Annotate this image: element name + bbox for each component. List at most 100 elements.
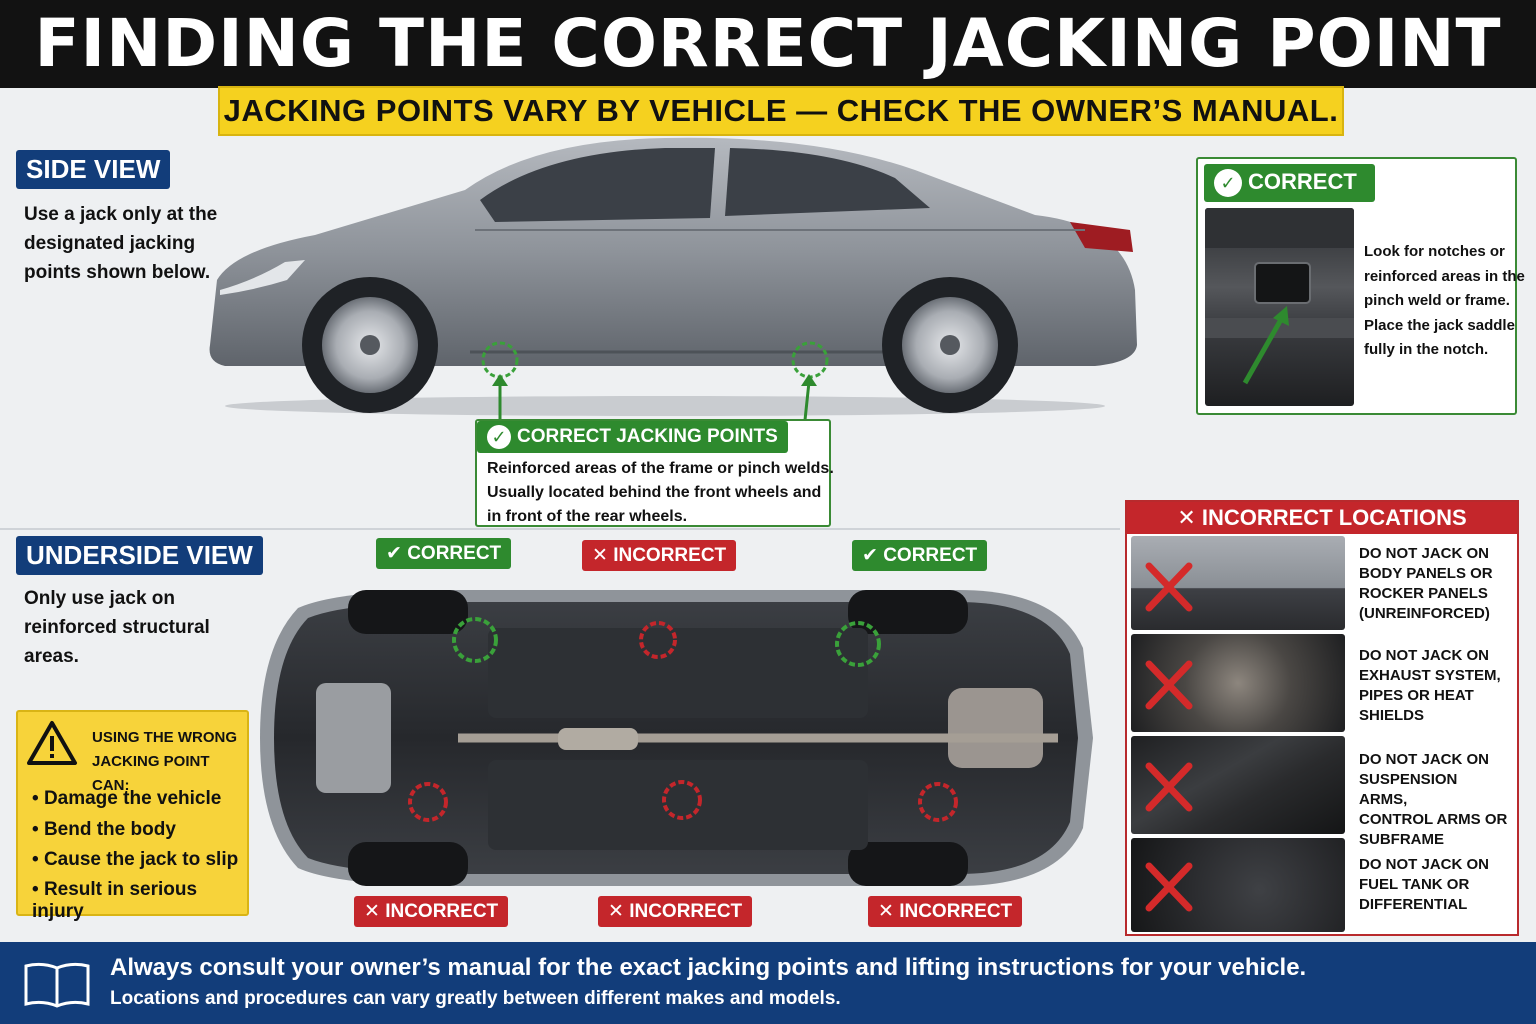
tag-text: INCORRECT bbox=[629, 901, 743, 922]
bullet-text: Bend the body bbox=[43, 819, 176, 840]
warning-box: USING THE WRONG JACKING POINT CAN: • Dam… bbox=[16, 710, 249, 922]
desc-line: Reinforced areas of the frame or pinch w… bbox=[487, 460, 834, 477]
underside-incorrect-tag-top: ✕ INCORRECT bbox=[582, 540, 737, 571]
item-line: FUEL TANK OR bbox=[1359, 876, 1470, 893]
item-line: (UNREINFORCED) bbox=[1359, 605, 1490, 622]
item-line: SUSPENSION ARMS, bbox=[1359, 771, 1458, 808]
item-line: EXHAUST SYSTEM, bbox=[1359, 667, 1501, 684]
underside-line: reinforced structural bbox=[24, 617, 210, 638]
warning-bullet: • Result in serious injury bbox=[32, 879, 198, 922]
warning-bullet: • Cause the jack to slip bbox=[32, 849, 239, 870]
underside-car-illustration bbox=[260, 590, 1093, 886]
correct-detail-text: CORRECT bbox=[1248, 169, 1357, 194]
heading-line: JACKING POINT CAN: bbox=[92, 753, 210, 794]
incorrect-item-text: DO NOT JACK ON EXHAUST SYSTEM, PIPES OR … bbox=[1359, 646, 1509, 726]
side-view-line: Use a jack only at the bbox=[24, 204, 218, 225]
pinch-weld-photo bbox=[1205, 208, 1354, 406]
incorrect-item-text: DO NOT JACK ON FUEL TANK OR DIFFERENTIAL bbox=[1359, 855, 1509, 915]
underside-incorrect-tag-bottom-right: ✕ INCORRECT bbox=[868, 896, 1023, 927]
footer-bar bbox=[0, 942, 1536, 1024]
page-title: FINDING THE CORRECT JACKING POINT bbox=[34, 5, 1502, 82]
side-view-line: points shown below. bbox=[24, 262, 211, 283]
tag-text: INCORRECT bbox=[613, 545, 727, 566]
item-line: ROCKER PANELS bbox=[1359, 585, 1488, 602]
pinch-weld-notch-illustration bbox=[1205, 208, 1354, 385]
x-icon: ✕ bbox=[1177, 505, 1202, 530]
title-bar bbox=[0, 0, 1536, 88]
item-line: SHIELDS bbox=[1359, 707, 1425, 724]
x-icon: ✕ bbox=[608, 901, 630, 922]
correct-detail-desc: Look for notches or reinforced areas in … bbox=[1364, 240, 1525, 363]
x-icon: ✕ bbox=[878, 901, 900, 922]
item-line: CONTROL ARMS OR bbox=[1359, 811, 1508, 828]
underside-incorrect-tag-bottom-left: ✕ INCORRECT bbox=[354, 896, 509, 927]
side-view-car-illustration bbox=[209, 137, 1138, 420]
side-view-badge: SIDE VIEW bbox=[16, 150, 171, 189]
incorrect-item-text: DO NOT JACK ON BODY PANELS OR ROCKER PAN… bbox=[1359, 544, 1509, 624]
x-icon: ✕ bbox=[592, 545, 614, 566]
correct-jacking-points-desc: Reinforced areas of the frame or pinch w… bbox=[487, 457, 834, 529]
item-line: DO NOT JACK ON bbox=[1359, 647, 1490, 664]
book-icon bbox=[24, 962, 90, 1008]
correct-detail-label: ✓CORRECT bbox=[1204, 164, 1375, 203]
warning-bullet: • Bend the body bbox=[32, 819, 176, 840]
heading-line: USING THE WRONG bbox=[92, 729, 237, 746]
tag-text: INCORRECT bbox=[899, 901, 1013, 922]
incorrect-locations-panel: ✕ INCORRECT LOCATIONS DO NOT JACK ON BOD… bbox=[1125, 500, 1519, 936]
side-view-line: designated jacking bbox=[24, 233, 196, 254]
warning-triangle-icon bbox=[27, 721, 77, 765]
desc-line: fully in the notch. bbox=[1364, 341, 1489, 358]
suspension-photo bbox=[1131, 736, 1345, 834]
side-view-text: Use a jack only at the designated jackin… bbox=[24, 200, 217, 287]
bullet-text: Result in serious injury bbox=[32, 879, 198, 922]
footer-line-2: Locations and procedures can vary greatl… bbox=[110, 988, 841, 1009]
desc-line: pinch weld or frame. bbox=[1364, 292, 1510, 309]
desc-line: Look for notches or bbox=[1364, 243, 1505, 260]
item-line: DO NOT JACK ON bbox=[1359, 545, 1490, 562]
footer-line-1: Always consult your owner’s manual for t… bbox=[110, 954, 1307, 981]
x-icon bbox=[1145, 762, 1193, 812]
correct-jacking-points-label: ✓ CORRECT JACKING POINTS bbox=[477, 421, 788, 453]
underside-incorrect-tag-bottom-center: ✕ INCORRECT bbox=[598, 896, 753, 927]
incorrect-locations-header: ✕ INCORRECT LOCATIONS bbox=[1127, 502, 1517, 534]
tag-text: CORRECT bbox=[883, 545, 978, 566]
underside-line: Only use jack on bbox=[24, 588, 175, 609]
check-icon: ✓ bbox=[1214, 169, 1242, 198]
item-line: DIFFERENTIAL bbox=[1359, 896, 1468, 913]
item-line: DO NOT JACK ON bbox=[1359, 856, 1490, 873]
x-icon bbox=[1145, 562, 1193, 612]
item-line: SUBFRAME bbox=[1359, 831, 1444, 848]
fuel-tank-photo bbox=[1131, 838, 1345, 932]
warning-box-heading: USING THE WRONG JACKING POINT CAN: bbox=[92, 726, 247, 798]
body-panel-photo bbox=[1131, 536, 1345, 630]
underside-view-text: Only use jack on reinforced structural a… bbox=[24, 584, 210, 671]
underside-view-badge: UNDERSIDE VIEW bbox=[16, 536, 263, 575]
underside-line: areas. bbox=[24, 646, 79, 667]
bullet-text: Damage the vehicle bbox=[43, 788, 222, 809]
x-icon: ✕ bbox=[364, 901, 386, 922]
check-icon: ✔ bbox=[386, 543, 408, 564]
warning-bullet: • Damage the vehicle bbox=[32, 788, 222, 809]
check-icon: ✓ bbox=[487, 425, 511, 449]
desc-line: in front of the rear wheels. bbox=[487, 508, 688, 525]
desc-line: reinforced areas in the bbox=[1364, 267, 1525, 285]
bullet-text: Cause the jack to slip bbox=[43, 849, 239, 870]
item-line: DO NOT JACK ON bbox=[1359, 751, 1490, 768]
section-divider bbox=[0, 528, 1120, 530]
x-icon bbox=[1145, 660, 1193, 710]
tag-text: CORRECT bbox=[407, 543, 502, 564]
warning-banner: JACKING POINTS VARY BY VEHICLE — CHECK T… bbox=[218, 86, 1344, 136]
desc-line: Usually located behind the front wheels … bbox=[487, 484, 822, 501]
desc-line: Place the jack saddle bbox=[1364, 316, 1515, 334]
x-icon bbox=[1145, 862, 1193, 912]
item-line: PIPES OR HEAT bbox=[1359, 687, 1474, 704]
correct-jacking-points-text: CORRECT JACKING POINTS bbox=[517, 426, 778, 448]
exhaust-photo bbox=[1131, 634, 1345, 732]
check-icon: ✔ bbox=[862, 545, 884, 566]
underside-correct-tag-left: ✔ CORRECT bbox=[376, 538, 512, 569]
incorrect-item-text: DO NOT JACK ON SUSPENSION ARMS, CONTROL … bbox=[1359, 750, 1509, 850]
item-line: BODY PANELS OR bbox=[1359, 565, 1493, 582]
warning-banner-text: JACKING POINTS VARY BY VEHICLE — CHECK T… bbox=[223, 93, 1339, 128]
tag-text: INCORRECT bbox=[385, 901, 499, 922]
incorrect-locations-title: INCORRECT LOCATIONS bbox=[1201, 505, 1467, 530]
